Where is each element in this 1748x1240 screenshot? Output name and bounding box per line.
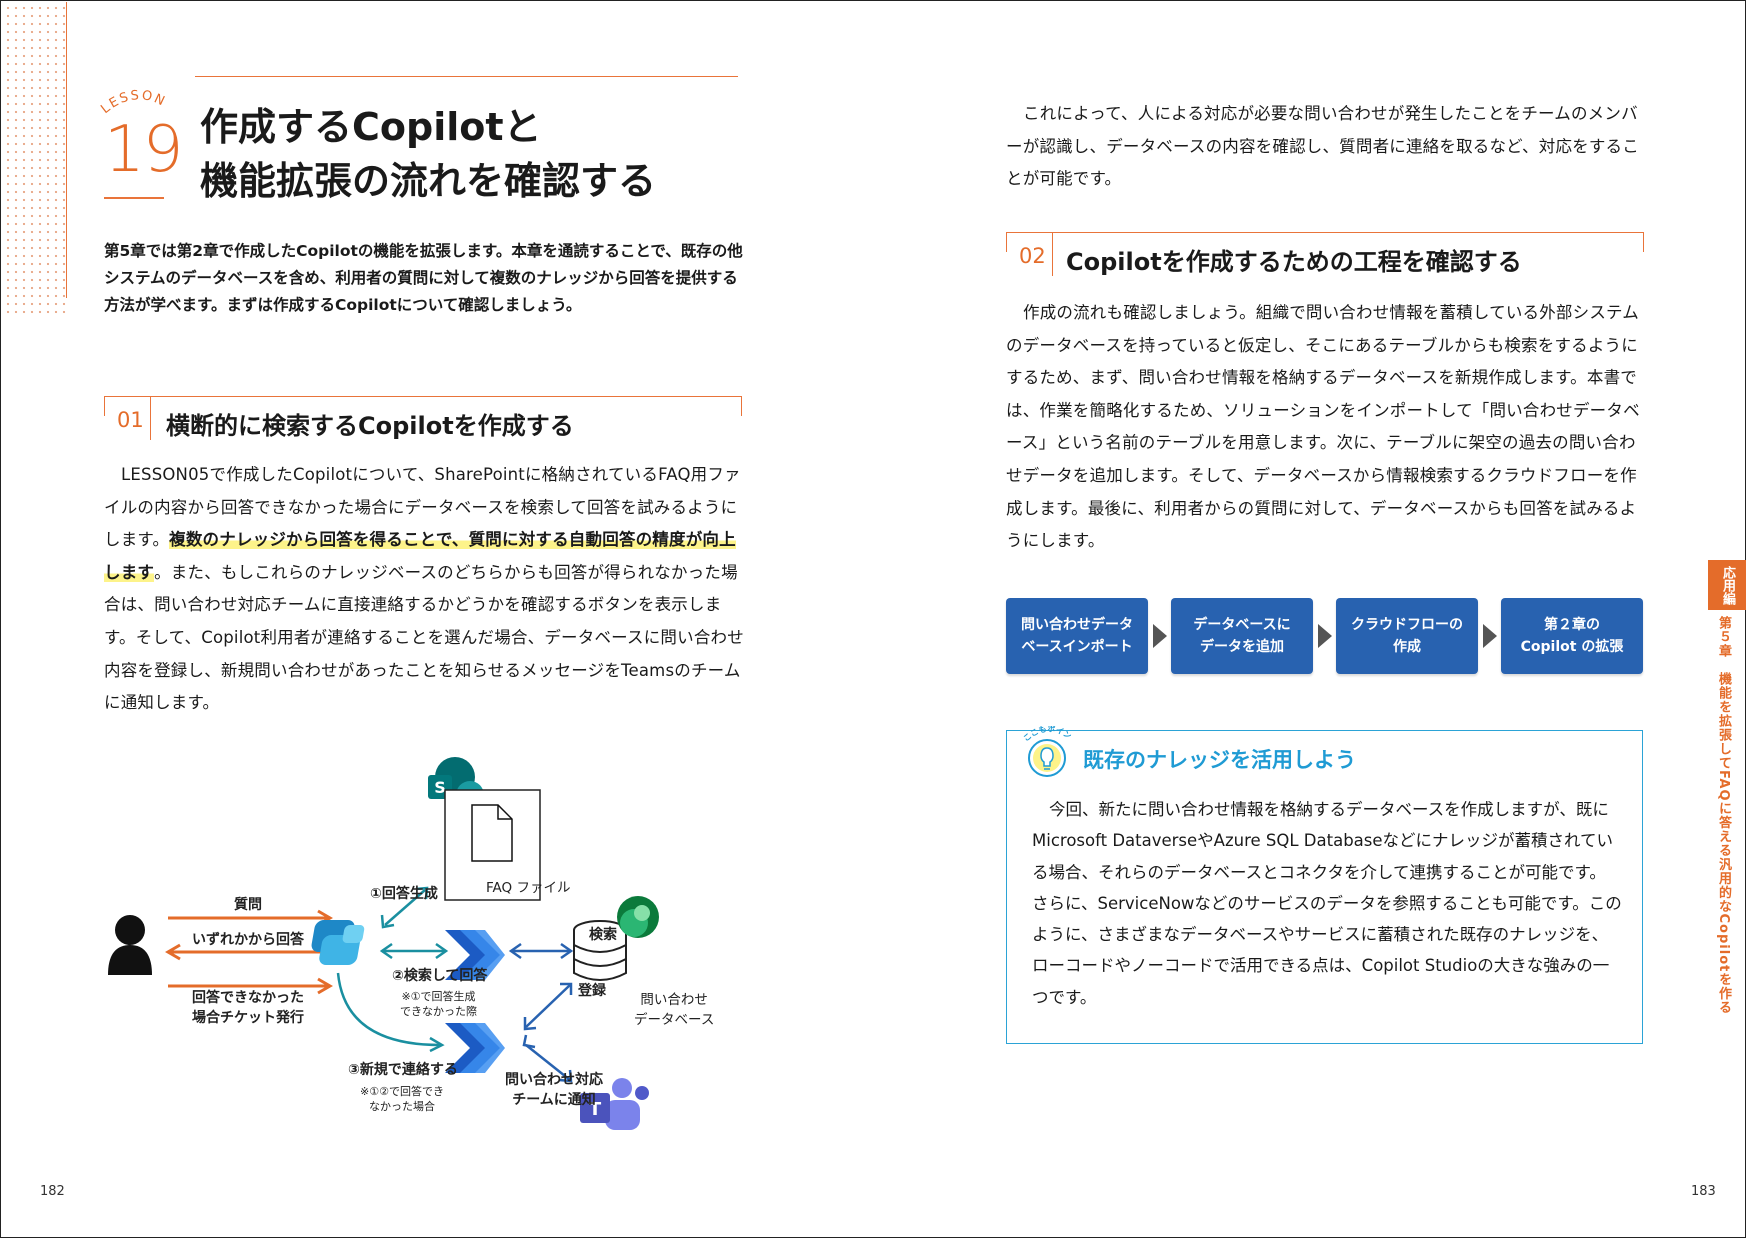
flow-arrow-2 bbox=[1318, 624, 1332, 648]
page-number-right: 183 bbox=[1691, 1184, 1716, 1199]
flow-arrow-1 bbox=[1153, 624, 1167, 648]
right-intro-text: これによって、人による対応が必要な問い合わせが発生したことをチームのメンバーが認… bbox=[1006, 98, 1644, 196]
point-box bbox=[1006, 730, 1643, 1044]
section-01-title: 横断的に検索するCopilotを作成する bbox=[166, 412, 574, 440]
file-icon bbox=[471, 804, 513, 862]
point-title: 既存のナレッジを活用しよう bbox=[1083, 748, 1356, 772]
point-body-content: 今回、新たに問い合わせ情報を格納するデータベースを作成しますが、既にMicros… bbox=[1032, 800, 1622, 1007]
architecture-diagram: S T bbox=[108, 757, 659, 1130]
search-label: 検索 bbox=[589, 927, 617, 943]
blue-arrows bbox=[508, 942, 574, 1083]
dataverse-icon bbox=[617, 896, 659, 938]
lesson-rule bbox=[195, 76, 738, 77]
dot-pattern bbox=[4, 4, 66, 316]
intro-text: 第5章では第2章で作成したCopilotの機能を拡張します。本章を通読することで… bbox=[104, 242, 743, 314]
database-icon bbox=[573, 920, 627, 981]
teal-arrows bbox=[336, 886, 449, 1053]
body-text-cont: 。また、もしこれらのナレッジベースのどちらからも回答が得られなかった場合は、問い… bbox=[104, 562, 744, 713]
side-tab: 応用編 bbox=[1708, 560, 1746, 610]
database-label: 問い合わせ データベース bbox=[634, 992, 715, 1028]
search-answer-note: ※①で回答生成 できなかった際 bbox=[400, 990, 477, 1018]
new-contact-label: ③新規で連絡する bbox=[348, 1062, 458, 1078]
flow-arrow-3 bbox=[1483, 624, 1497, 648]
section-01-number: 01 bbox=[117, 408, 144, 432]
question-label: 質問 bbox=[234, 897, 262, 913]
body-text: LESSON05で作成したCopilotについて、SharePointに格納され… bbox=[104, 465, 741, 550]
section-02-body: 作成の流れも確認しましょう。組織で問い合わせ情報を蓄積している外部システムのデー… bbox=[1006, 297, 1644, 558]
point-body: 今回、新たに問い合わせ情報を格納するデータベースを作成しますが、既にMicros… bbox=[1032, 794, 1622, 1013]
copilot-icon bbox=[311, 920, 365, 965]
section-01-body: LESSON05で作成したCopilotについて、SharePointに格納され… bbox=[104, 459, 744, 720]
flow-step-3: クラウドフローの 作成 bbox=[1336, 598, 1478, 674]
title-line-1: 作成するCopilotと bbox=[200, 105, 542, 149]
page-number-left: 182 bbox=[40, 1184, 65, 1199]
section-02-heading: 02 Copilotを作成するための工程を確認する bbox=[1006, 232, 1644, 280]
flow-step-1: 問い合わせデータ ベースインポート bbox=[1006, 598, 1148, 674]
svg-text:S: S bbox=[434, 778, 446, 797]
teams-icon: T bbox=[580, 1078, 649, 1130]
new-contact-note: ※①②で回答でき なかった場合 bbox=[360, 1085, 444, 1113]
faq-file-label: FAQ ファイル bbox=[486, 880, 571, 896]
lesson-label: LESSON bbox=[100, 88, 169, 116]
orange-arrows bbox=[165, 909, 333, 995]
page-title: 作成するCopilotと 機能拡張の流れを確認する bbox=[200, 100, 656, 208]
user-icon bbox=[108, 915, 152, 975]
power-automate-icon-1 bbox=[445, 930, 505, 980]
decor-line bbox=[66, 2, 67, 298]
title-line-2: 機能拡張の流れを確認する bbox=[200, 159, 657, 203]
power-automate-icon-2 bbox=[445, 1023, 505, 1073]
flow-step-4: 第２章の Copilot の拡張 bbox=[1501, 598, 1643, 674]
lesson-number-rule bbox=[104, 197, 164, 199]
flow-step-2: データベースに データを追加 bbox=[1171, 598, 1313, 674]
chapter-label: 第５章 機能を拡張してFAQに答える汎用的なCopilotを作る bbox=[1716, 616, 1731, 1015]
answer-generation-label: ①回答生成 bbox=[370, 886, 438, 902]
register-label: 登録 bbox=[578, 983, 606, 999]
section-02-title: Copilotを作成するための工程を確認する bbox=[1066, 248, 1522, 276]
lesson-number: 19 bbox=[104, 113, 183, 187]
section-02-content: 作成の流れも確認しましょう。組織で問い合わせ情報を蓄積している外部システムのデー… bbox=[1006, 303, 1640, 551]
svg-text:LESSON: LESSON bbox=[100, 88, 169, 116]
notify-label: 問い合わせ対応 チームに通知 bbox=[505, 1072, 603, 1108]
lightbulb-icon: ここもポイント！ bbox=[1020, 726, 1073, 777]
section-01-heading: 01 横断的に検索するCopilotを作成する bbox=[104, 396, 742, 444]
svg-text:T: T bbox=[589, 1099, 602, 1120]
right-intro-content: これによって、人による対応が必要な問い合わせが発生したことをチームのメンバーが認… bbox=[1006, 104, 1639, 189]
either-answer-label: いずれかから回答 bbox=[192, 932, 304, 948]
search-answer-label: ②検索して回答 bbox=[392, 968, 488, 984]
ticket-label: 回答できなかった 場合チケット発行 bbox=[192, 990, 304, 1026]
section-02-number: 02 bbox=[1019, 244, 1046, 268]
